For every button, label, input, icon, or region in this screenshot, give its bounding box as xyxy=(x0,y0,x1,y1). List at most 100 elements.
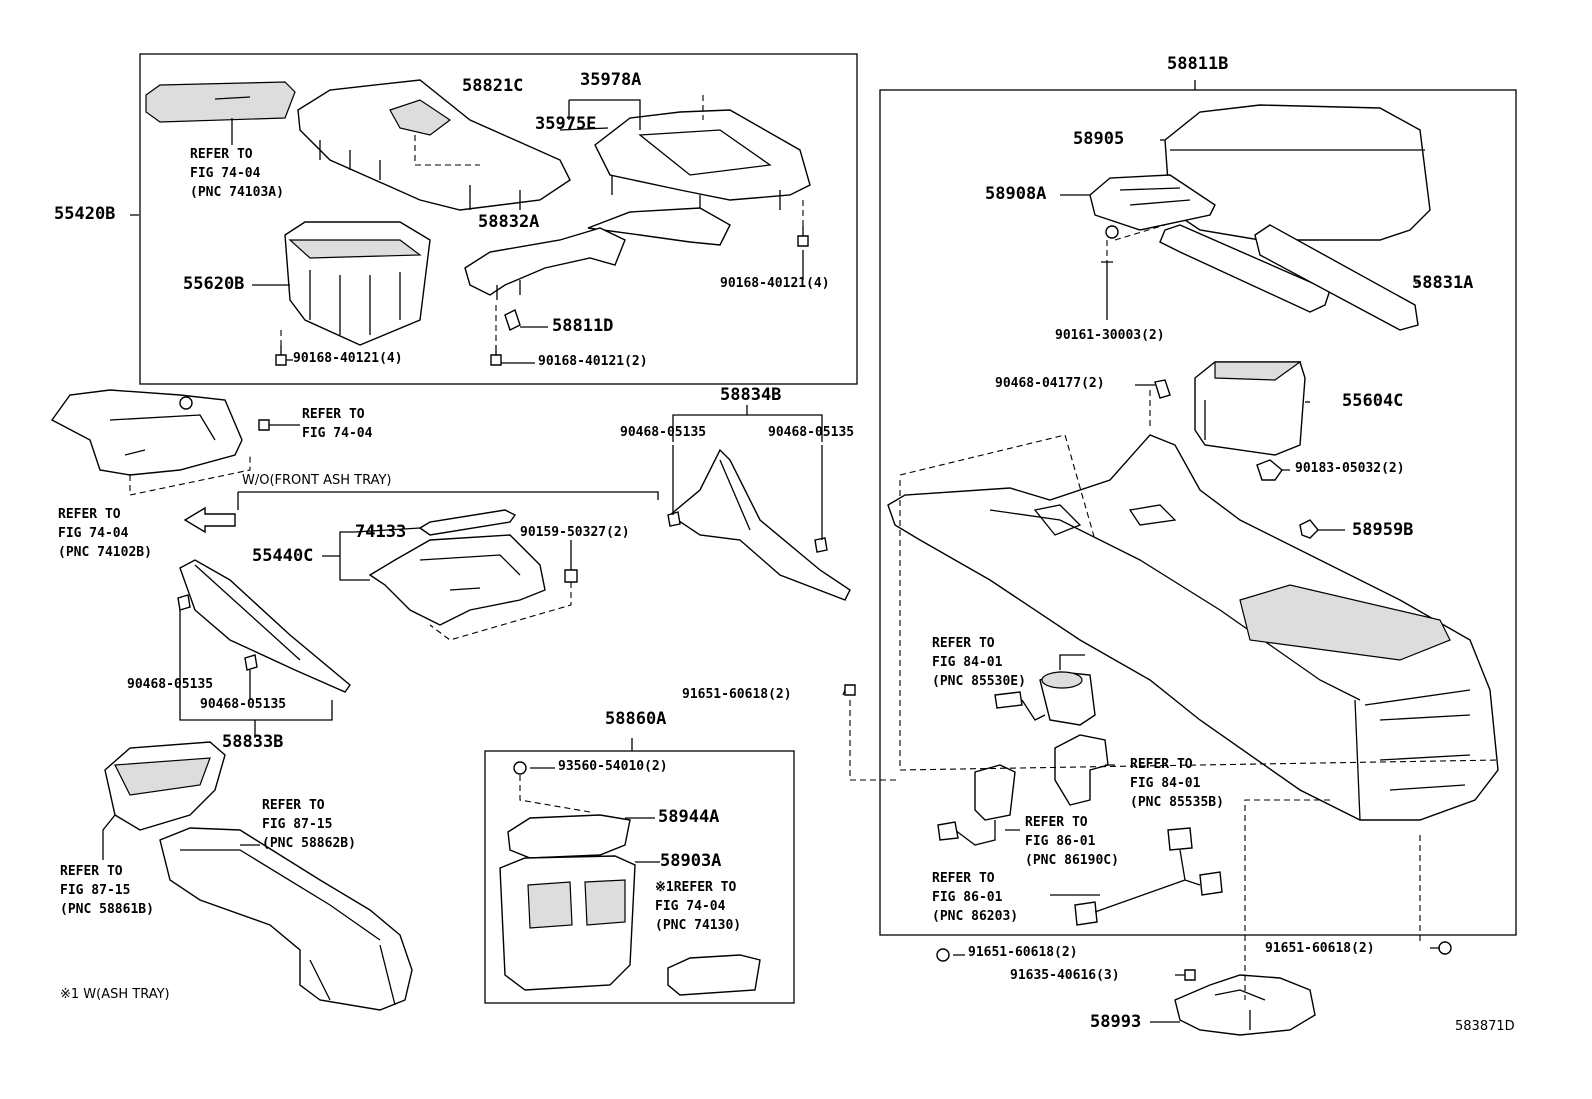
box-55604C-part xyxy=(1194,361,1306,456)
refer-line: (PNC 85530E) xyxy=(932,674,1026,689)
screw-refer-74-04-part xyxy=(258,419,270,431)
cushion-58959B-part xyxy=(1299,519,1319,539)
bracket-35975E-part xyxy=(594,109,811,215)
refer-line: FIG 86-01 xyxy=(1025,834,1096,849)
refer-line: REFER TO xyxy=(932,871,995,886)
refer-line: FIG 84-01 xyxy=(1130,776,1201,791)
label-91635-40616: 91635-40616(3) xyxy=(1010,968,1120,983)
refer-line: (PNC 86190C) xyxy=(1025,853,1119,868)
refer-line: (PNC 58862B) xyxy=(262,836,356,851)
front-panel-left-part xyxy=(50,389,243,476)
shift-panel-58821C-part xyxy=(297,79,571,211)
label-90159-50327: 90159-50327(2) xyxy=(520,525,630,540)
label-58944A: 58944A xyxy=(658,807,720,827)
label-58993: 58993 xyxy=(1090,1012,1142,1032)
label-91651-60618-c: 91651-60618(2) xyxy=(1265,941,1375,956)
screws-right-group xyxy=(844,684,1452,981)
console-box-main-part xyxy=(887,434,1499,821)
label-58833B: 58833B xyxy=(222,732,284,752)
armrest-lid-58905-part xyxy=(1164,104,1431,241)
refer-line: (PNC 86203) xyxy=(932,909,1019,924)
label-90168-40121-2: 90168-40121(2) xyxy=(538,354,648,369)
label-93560-54010: 93560-54010(2) xyxy=(558,759,668,774)
label-58834B: 58834B xyxy=(720,385,782,405)
note-w-ash-tray: ※1 W(ASH TRAY) xyxy=(60,987,170,1002)
harness-86203-part xyxy=(1074,827,1223,926)
duct-58861B-part xyxy=(104,741,226,831)
label-90468-04177: 90468-04177(2) xyxy=(995,376,1105,391)
bracket-58993-part xyxy=(1174,974,1316,1036)
label-90183-05032: 90183-05032(2) xyxy=(1295,461,1405,476)
screws-90161-part xyxy=(1101,261,1113,290)
refer-fig-74-04-pnc-74103A: REFER TO FIG 74-04 (PNC 74103A) xyxy=(190,145,284,202)
refer-line: FIG 87-15 xyxy=(262,817,333,832)
ash-tray-74130-part xyxy=(667,954,761,996)
refer-fig-87-15-pnc-58862B: REFER TO FIG 87-15 (PNC 58862B) xyxy=(262,796,356,853)
refer-fig-84-01-pnc-85530E: REFER TO FIG 84-01 (PNC 85530E) xyxy=(932,634,1026,691)
refer-line: REFER TO xyxy=(262,798,325,813)
refer-line: (PNC 74130) xyxy=(655,918,742,933)
label-90468-05135-a: 90468-05135 xyxy=(620,425,707,440)
label-55420B: 55420B xyxy=(54,204,116,224)
trim-panel-part xyxy=(587,207,731,246)
vent-panel-58903A-part xyxy=(499,855,636,991)
refer-line: (PNC 74103A) xyxy=(190,185,284,200)
label-58831A: 58831A xyxy=(1412,273,1474,293)
cup-holder-55620B-part xyxy=(284,221,431,346)
refer-fig-87-15-pnc-58861B: REFER TO FIG 87-15 (PNC 58861B) xyxy=(60,862,154,919)
rail-58834B-part xyxy=(667,448,851,601)
refer-line: REFER TO xyxy=(190,147,253,162)
screw-93560-part xyxy=(513,761,527,775)
refer-line: REFER TO xyxy=(60,864,123,879)
refer-line: FIG 84-01 xyxy=(932,655,1003,670)
rear-vent-group-box xyxy=(484,750,795,1004)
label-74133: 74133 xyxy=(355,522,407,542)
refer-line: REFER TO xyxy=(1130,757,1193,772)
label-58908A: 58908A xyxy=(985,184,1047,204)
label-90161-30003: 90161-30003(2) xyxy=(1055,328,1165,343)
refer-line: (PNC 74102B) xyxy=(58,545,152,560)
socket-85535B-part xyxy=(1054,734,1109,806)
refer-line: REFER TO xyxy=(302,407,365,422)
label-90468-05135-b: 90468-05135 xyxy=(768,425,855,440)
clip-58811D-part xyxy=(504,309,521,331)
label-35978A: 35978A xyxy=(580,70,642,90)
refer-line: REFER TO xyxy=(58,507,121,522)
label-58811B: 58811B xyxy=(1167,54,1229,74)
label-90168-40121-4-right: 90168-40121(4) xyxy=(720,276,830,291)
refer-line: FIG 74-04 xyxy=(190,166,261,181)
label-58821C: 58821C xyxy=(462,76,524,96)
refer-fig-74-04-pnc-74102B: REFER TO FIG 74-04 (PNC 74102B) xyxy=(58,505,152,562)
label-91651-60618-a: 91651-60618(2) xyxy=(682,687,792,702)
figure-code: 583871D xyxy=(1455,1019,1515,1034)
label-55440C: 55440C xyxy=(252,546,314,566)
refer-line: FIG 87-15 xyxy=(60,883,131,898)
bracket-55440C-part xyxy=(368,534,546,626)
cover-58944A-part xyxy=(507,814,631,859)
usb-86190C-part xyxy=(937,764,1016,846)
label-55620B: 55620B xyxy=(183,274,245,294)
rail-58831A-part xyxy=(1159,224,1419,331)
refer-line: FIG 74-04 xyxy=(58,526,129,541)
clip-90468-04177-part xyxy=(1154,379,1171,399)
screw-90159-part xyxy=(564,569,578,583)
rail-58833B-part xyxy=(177,559,351,693)
label-58903A: 58903A xyxy=(660,851,722,871)
refer-line: (PNC 58861B) xyxy=(60,902,154,917)
console-box-group-box xyxy=(879,89,1517,936)
direction-arrow-icon xyxy=(183,506,236,534)
power-outlet-part xyxy=(994,671,1096,726)
ash-tray-lid-part xyxy=(145,81,296,123)
label-58811D: 58811D xyxy=(552,316,614,336)
refer-line: REFER TO xyxy=(932,636,995,651)
refer-line: FIG 74-04 xyxy=(655,899,726,914)
label-58860A: 58860A xyxy=(605,709,667,729)
refer-line: FIG 86-01 xyxy=(932,890,1003,905)
note-wo-front-ash-tray: W/O(FRONT ASH TRAY) xyxy=(242,473,392,488)
